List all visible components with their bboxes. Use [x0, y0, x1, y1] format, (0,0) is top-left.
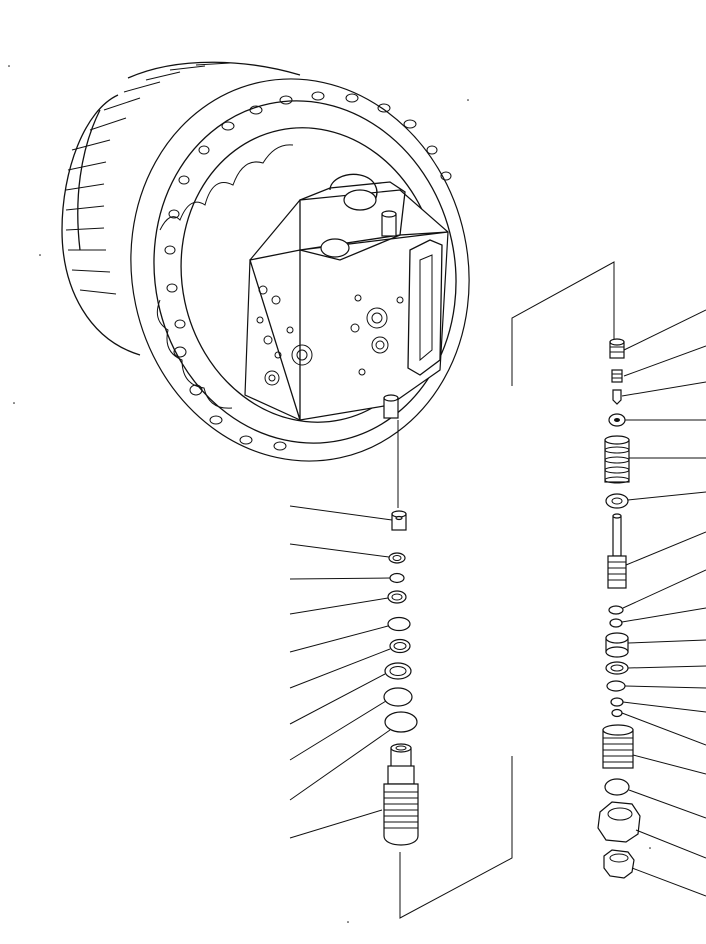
travel-motor-icon — [61, 61, 470, 462]
relief-valve-assembly-icon — [383, 510, 419, 846]
scan-specks — [8, 65, 651, 923]
right-callout-leaders — [621, 309, 706, 897]
counterbalance-valve-assembly-icon — [597, 338, 641, 879]
assembly-connector-lines — [397, 261, 615, 919]
left-callout-leaders — [289, 505, 393, 839]
